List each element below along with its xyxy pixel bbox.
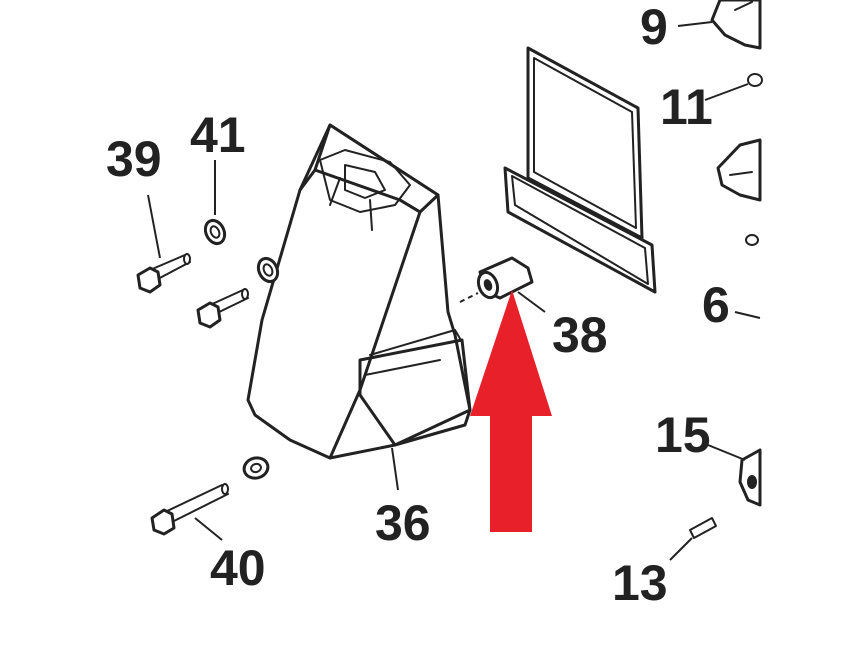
part-41-washers bbox=[203, 160, 280, 480]
label-39: 39 bbox=[106, 131, 162, 187]
label-40: 40 bbox=[210, 540, 266, 596]
label-6: 6 bbox=[702, 277, 730, 333]
part-6 bbox=[734, 311, 761, 319]
part-13 bbox=[669, 517, 717, 561]
gasket bbox=[503, 46, 657, 294]
label-41: 41 bbox=[190, 107, 246, 163]
part-right-bracket bbox=[716, 138, 762, 246]
leader-36 bbox=[391, 447, 399, 491]
part-38-sleeve bbox=[459, 256, 546, 313]
up-arrow-icon bbox=[470, 290, 552, 532]
part-15 bbox=[707, 444, 762, 507]
label-15: 15 bbox=[655, 407, 711, 463]
part-11 bbox=[704, 73, 763, 101]
label-36: 36 bbox=[375, 495, 431, 551]
label-38: 38 bbox=[552, 307, 608, 363]
part-9 bbox=[677, 0, 762, 50]
part-36-housing bbox=[246, 123, 472, 460]
label-13: 13 bbox=[612, 555, 668, 611]
label-9: 9 bbox=[640, 0, 668, 55]
part-40-long-bolt bbox=[150, 483, 229, 541]
label-11: 11 bbox=[660, 79, 713, 135]
part-39-bolts bbox=[136, 194, 249, 329]
